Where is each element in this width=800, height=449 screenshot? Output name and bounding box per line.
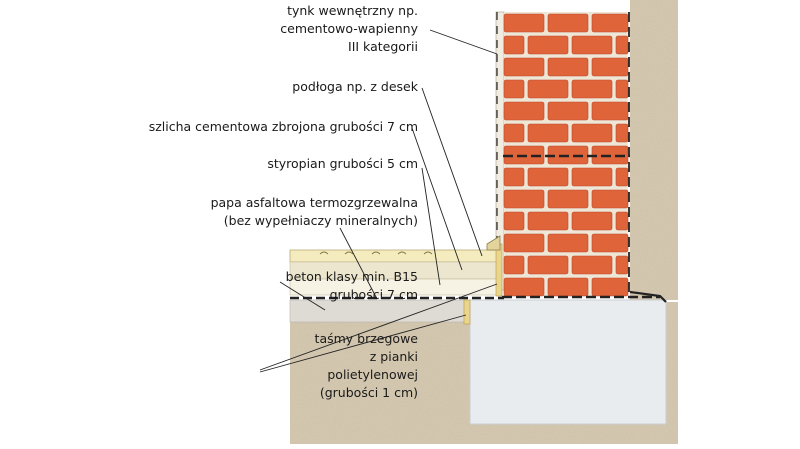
brick <box>503 57 545 77</box>
label-concrete-slab: beton klasy min. B15 grubości 7 cm <box>286 268 418 304</box>
brick <box>571 167 613 187</box>
brick <box>547 57 589 77</box>
leader-papa <box>339 227 377 298</box>
brick <box>547 189 589 209</box>
brick-wall <box>503 12 629 297</box>
insulation-strip-vertical <box>495 243 503 297</box>
leader-podloga <box>421 87 483 257</box>
brick <box>547 101 589 121</box>
skirting-board <box>486 235 501 251</box>
label-edge-strips: taśmy brzegowe z pianki polietylenowej (… <box>315 330 418 402</box>
brick <box>571 35 613 55</box>
label-interior-plaster: tynk wewnętrzny np. cementowo-wapienny I… <box>280 2 418 56</box>
foundation-membrane <box>502 290 667 303</box>
brick <box>591 277 629 297</box>
brick <box>615 35 629 55</box>
insulation-strip-lower <box>463 299 471 325</box>
brick <box>547 13 589 33</box>
brick <box>547 277 589 297</box>
brick <box>503 277 545 297</box>
brick <box>503 233 545 253</box>
label-line: papa asfaltowa termozgrzewalna <box>210 195 418 210</box>
brick <box>503 13 545 33</box>
brick <box>571 255 613 275</box>
leader-lines <box>259 29 498 373</box>
leader-tasmy-2 <box>259 314 467 373</box>
brick <box>615 167 629 187</box>
label-line: (bez wypełniaczy mineralnych) <box>223 213 418 228</box>
label-floor-boards: podłoga np. z desek <box>292 78 418 96</box>
label-line: taśmy brzegowe <box>314 331 418 346</box>
brick <box>503 211 525 231</box>
label-line: tynk wewnętrzny np. <box>287 3 418 18</box>
leader-styropian <box>421 167 441 286</box>
label-line: styropian grubości 5 cm <box>267 156 418 171</box>
label-line: z pianki <box>369 349 418 364</box>
brick <box>503 123 525 143</box>
brick <box>615 211 629 231</box>
brick <box>503 189 545 209</box>
brick <box>615 79 629 99</box>
brick <box>527 79 569 99</box>
brick <box>615 123 629 143</box>
label-line: podłoga np. z desek <box>292 79 418 94</box>
leader-beton <box>279 281 326 311</box>
brick <box>571 79 613 99</box>
brick <box>503 167 525 187</box>
label-line: polietylenowej <box>327 367 418 382</box>
brick <box>503 79 525 99</box>
brick <box>571 211 613 231</box>
label-line: beton klasy min. B15 <box>285 269 418 284</box>
label-styrofoam: styropian grubości 5 cm <box>267 155 418 173</box>
brick <box>615 255 629 275</box>
brick <box>527 255 569 275</box>
label-line: cementowo-wapienny <box>280 21 418 36</box>
brick <box>547 233 589 253</box>
brick <box>503 101 545 121</box>
label-cement-screed: szlicha cementowa zbrojona grubości 7 cm <box>149 118 418 136</box>
label-line: III kategorii <box>348 39 418 54</box>
brick <box>527 35 569 55</box>
brick <box>527 123 569 143</box>
floor-boards-layer <box>289 249 501 263</box>
floor-layers <box>289 235 504 325</box>
board-clips <box>319 251 433 255</box>
brick <box>503 35 525 55</box>
label-line: (grubości 1 cm) <box>319 385 418 400</box>
leader-tasmy-1 <box>259 283 498 371</box>
brick <box>571 123 613 143</box>
wall-damp-course <box>496 12 630 296</box>
brick <box>527 211 569 231</box>
brick <box>503 255 525 275</box>
brick <box>591 101 629 121</box>
label-line: grubości 7 cm <box>329 287 418 302</box>
label-line: szlicha cementowa zbrojona grubości 7 cm <box>148 119 418 134</box>
brick <box>591 189 629 209</box>
concrete-foundation <box>469 299 667 425</box>
brick <box>591 233 629 253</box>
brick <box>591 57 629 77</box>
leader-tynk <box>429 29 498 55</box>
label-asphalt-membrane: papa asfaltowa termozgrzewalna (bez wype… <box>211 194 418 230</box>
brick <box>527 167 569 187</box>
leader-szlicha <box>411 127 463 271</box>
brick <box>591 13 629 33</box>
